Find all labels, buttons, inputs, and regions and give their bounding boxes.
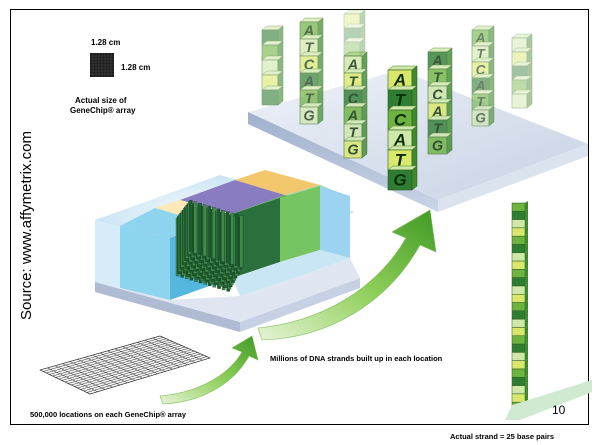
base-letter: C — [394, 111, 407, 130]
strand-base — [511, 310, 526, 320]
base-letter: G — [432, 138, 443, 154]
actual-strand — [511, 201, 528, 411]
base-letter: C — [476, 62, 486, 77]
base-letter: C — [348, 91, 359, 107]
locations-caption: 500,000 locations on each GeneChip® arra… — [30, 410, 187, 419]
strand-base — [511, 202, 526, 212]
base-letter: A — [475, 30, 486, 45]
base-letter: A — [347, 57, 358, 73]
base-letter: T — [305, 40, 315, 56]
base-letter: A — [393, 71, 406, 90]
actual-size-label: Actual size of — [75, 96, 127, 105]
strand-base — [511, 235, 526, 245]
strand-base — [511, 269, 526, 278]
strand-base — [511, 327, 526, 337]
chip-width-label: 1.28 cm — [91, 38, 121, 47]
base-letter: A — [393, 131, 406, 150]
base-letter: A — [431, 104, 442, 120]
base-letter: T — [349, 74, 359, 90]
base-letter: A — [431, 53, 442, 69]
strand-base — [511, 219, 526, 229]
strands-caption: Millions of DNA strands built up in each… — [270, 354, 443, 363]
strand-base — [511, 318, 526, 328]
base-letter: C — [432, 87, 443, 103]
strand-base — [511, 277, 526, 287]
base-letter: T — [476, 94, 486, 109]
base-letter: G — [347, 142, 358, 158]
strand-base — [511, 368, 526, 378]
base-letter: A — [303, 74, 314, 90]
base-letter: T — [395, 91, 407, 110]
dna-column — [343, 9, 366, 57]
strand-base — [511, 385, 526, 395]
source-text: Source: www.affymetrix.com — [18, 131, 35, 320]
slide-frame — [10, 9, 589, 425]
strand-base — [511, 335, 526, 345]
strand-base — [511, 360, 526, 370]
wafer-grid — [39, 335, 211, 395]
strand-base — [511, 211, 526, 220]
strand-base — [511, 294, 526, 303]
base-letter: T — [433, 70, 443, 86]
base-letter: A — [475, 78, 486, 93]
strand-base — [511, 260, 526, 270]
arrow-large — [257, 209, 437, 341]
strand-base — [511, 377, 526, 386]
base-letter: T — [305, 91, 315, 107]
strand-base — [511, 393, 526, 403]
base-letter: T — [433, 121, 443, 137]
base-letter: G — [303, 108, 314, 124]
base-letter: G — [475, 110, 486, 125]
strand-base — [511, 302, 526, 312]
probe-pillars — [175, 200, 244, 292]
strand-base — [511, 352, 526, 361]
base-letter: T — [476, 46, 486, 61]
strand-tail — [505, 380, 592, 420]
strand-base — [511, 244, 526, 254]
base-letter: A — [347, 108, 358, 124]
dna-column — [511, 33, 533, 109]
base-letter: G — [393, 171, 406, 190]
strand-base — [511, 343, 526, 353]
strand-base — [511, 285, 526, 295]
actual-size-label-2: GeneChip® array — [70, 106, 136, 115]
base-letter: A — [303, 23, 314, 39]
chip-height-label: 1.28 cm — [121, 63, 151, 72]
strand-length-caption: Actual strand = 25 base pairs — [450, 432, 555, 441]
base-letter: C — [304, 57, 315, 73]
strand-base — [511, 227, 526, 237]
actual-size-chip — [90, 53, 114, 77]
strand-base — [511, 252, 526, 262]
arrow-small — [159, 335, 259, 405]
base-letter: T — [395, 151, 407, 170]
page-number: 10 — [552, 403, 566, 417]
dna-column — [261, 25, 284, 106]
base-letter: T — [349, 125, 359, 141]
